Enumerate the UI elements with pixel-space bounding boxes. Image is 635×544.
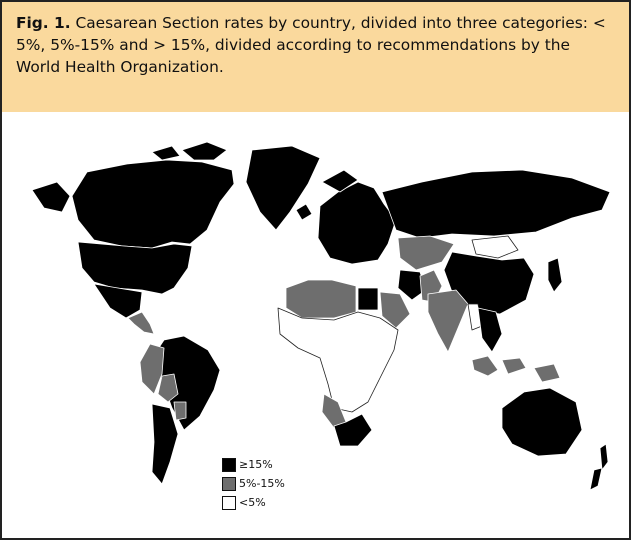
region-China [443,251,535,315]
region-Russia [381,169,611,239]
region-Kazakhstan [397,235,455,271]
region-Indonesia [501,357,527,375]
region-Mexico [93,283,143,319]
region-Paraguay [173,401,187,421]
region-Australia [501,387,583,457]
caption-lead: Fig. 1. [16,14,71,32]
region-Bolivia [157,373,179,403]
region-Canada [71,159,235,249]
region-Canada [151,145,181,161]
region-India [427,289,469,353]
region-Japan [547,257,563,293]
region-Europe [317,181,397,265]
region-Argentina [151,403,179,485]
legend-item: <5% [222,493,285,512]
region-Europe [295,203,313,221]
region-United-States [31,181,71,213]
region-Greenland [245,145,321,231]
region-Sub-Saharan-Africa [277,307,399,413]
figure-caption: Fig. 1. Caesarean Section rates by count… [2,2,629,112]
region-Egypt [357,287,379,311]
region-Central-America [127,311,155,335]
legend-item: ≥15% [222,455,285,474]
legend-swatch-mid [222,476,236,491]
region-Indonesia [471,355,499,377]
caption-text: Caesarean Section rates by country, divi… [16,14,606,76]
world-map [31,141,611,491]
region-Peru [139,343,165,395]
map-legend: ≥15% 5%-15% <5% [222,455,285,512]
region-Mongolia [471,235,519,259]
legend-swatch-low [222,495,236,510]
region-United-States [77,241,193,295]
region-Indonesia [533,363,561,383]
region-North-Africa [285,279,357,319]
region-Iran [397,269,427,301]
legend-item: 5%-15% [222,474,285,493]
region-New-Zealand [589,467,603,491]
region-Europe [321,169,359,193]
region-New-Zealand [599,443,609,471]
region-Southeast-Asia [477,307,503,353]
legend-label: ≥15% [239,458,273,471]
legend-swatch-high [222,457,236,472]
region-South-Africa [333,413,373,447]
legend-label: <5% [239,496,266,509]
region-Saudi-Arabia [379,291,411,329]
legend-label: 5%-15% [239,477,285,490]
region-Canada [181,141,228,161]
